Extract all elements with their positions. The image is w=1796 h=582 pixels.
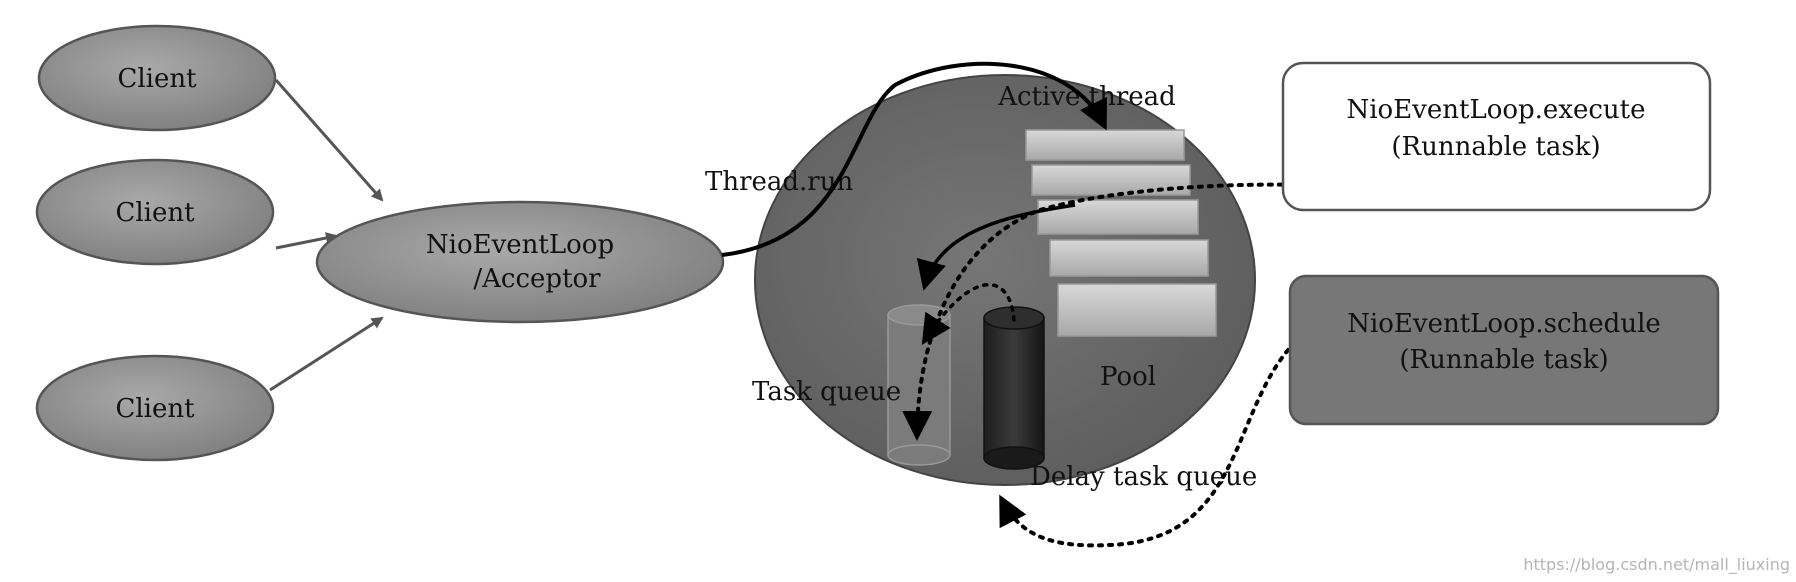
task-queue-label: Task queue [752, 377, 901, 407]
pool-thread-bar [1057, 283, 1217, 337]
client-node-1: Client [37, 24, 277, 132]
edge-client2-acceptor [275, 232, 338, 250]
acceptor-label-line2: /Acceptor [473, 264, 601, 294]
pool-thread-bar [1025, 129, 1185, 161]
acceptor-node: NioEventLoop /Acceptor [315, 200, 725, 324]
schedule-box: NioEventLoop.schedule (Runnable task) [1288, 274, 1720, 426]
pool-label: Pool [1100, 362, 1156, 392]
delay-to-task-queue-arrow [921, 283, 1016, 346]
edge-client1-acceptor [274, 79, 384, 202]
active-thread-label: Active thread [997, 82, 1176, 112]
client-node-3: Client [35, 354, 275, 462]
client-label: Client [115, 394, 195, 424]
pool-thread-bar [1049, 239, 1209, 277]
thread-run-arrow [721, 61, 1107, 257]
execute-box-line2: (Runnable task) [1391, 132, 1600, 162]
pool-thread-bar [1031, 164, 1191, 196]
watermark: https://blog.csdn.net/mall_liuxing [1523, 555, 1790, 575]
client-label: Client [115, 198, 195, 228]
execute-box-line1: NioEventLoop.execute [1346, 95, 1645, 125]
client-label: Client [117, 64, 197, 94]
edge-client3-acceptor [269, 316, 384, 392]
thread-pool [1025, 129, 1217, 337]
delay-task-queue-cylinder [983, 306, 1045, 470]
client-node-2: Client [35, 158, 275, 266]
execute-box: NioEventLoop.execute (Runnable task) [1281, 61, 1712, 212]
schedule-to-delay-queue-arrow [999, 348, 1290, 548]
acceptor-label-line1: NioEventLoop [426, 230, 614, 260]
client-edges [269, 79, 384, 392]
schedule-box-line1: NioEventLoop.schedule [1347, 309, 1661, 339]
schedule-box-line2: (Runnable task) [1399, 345, 1608, 375]
